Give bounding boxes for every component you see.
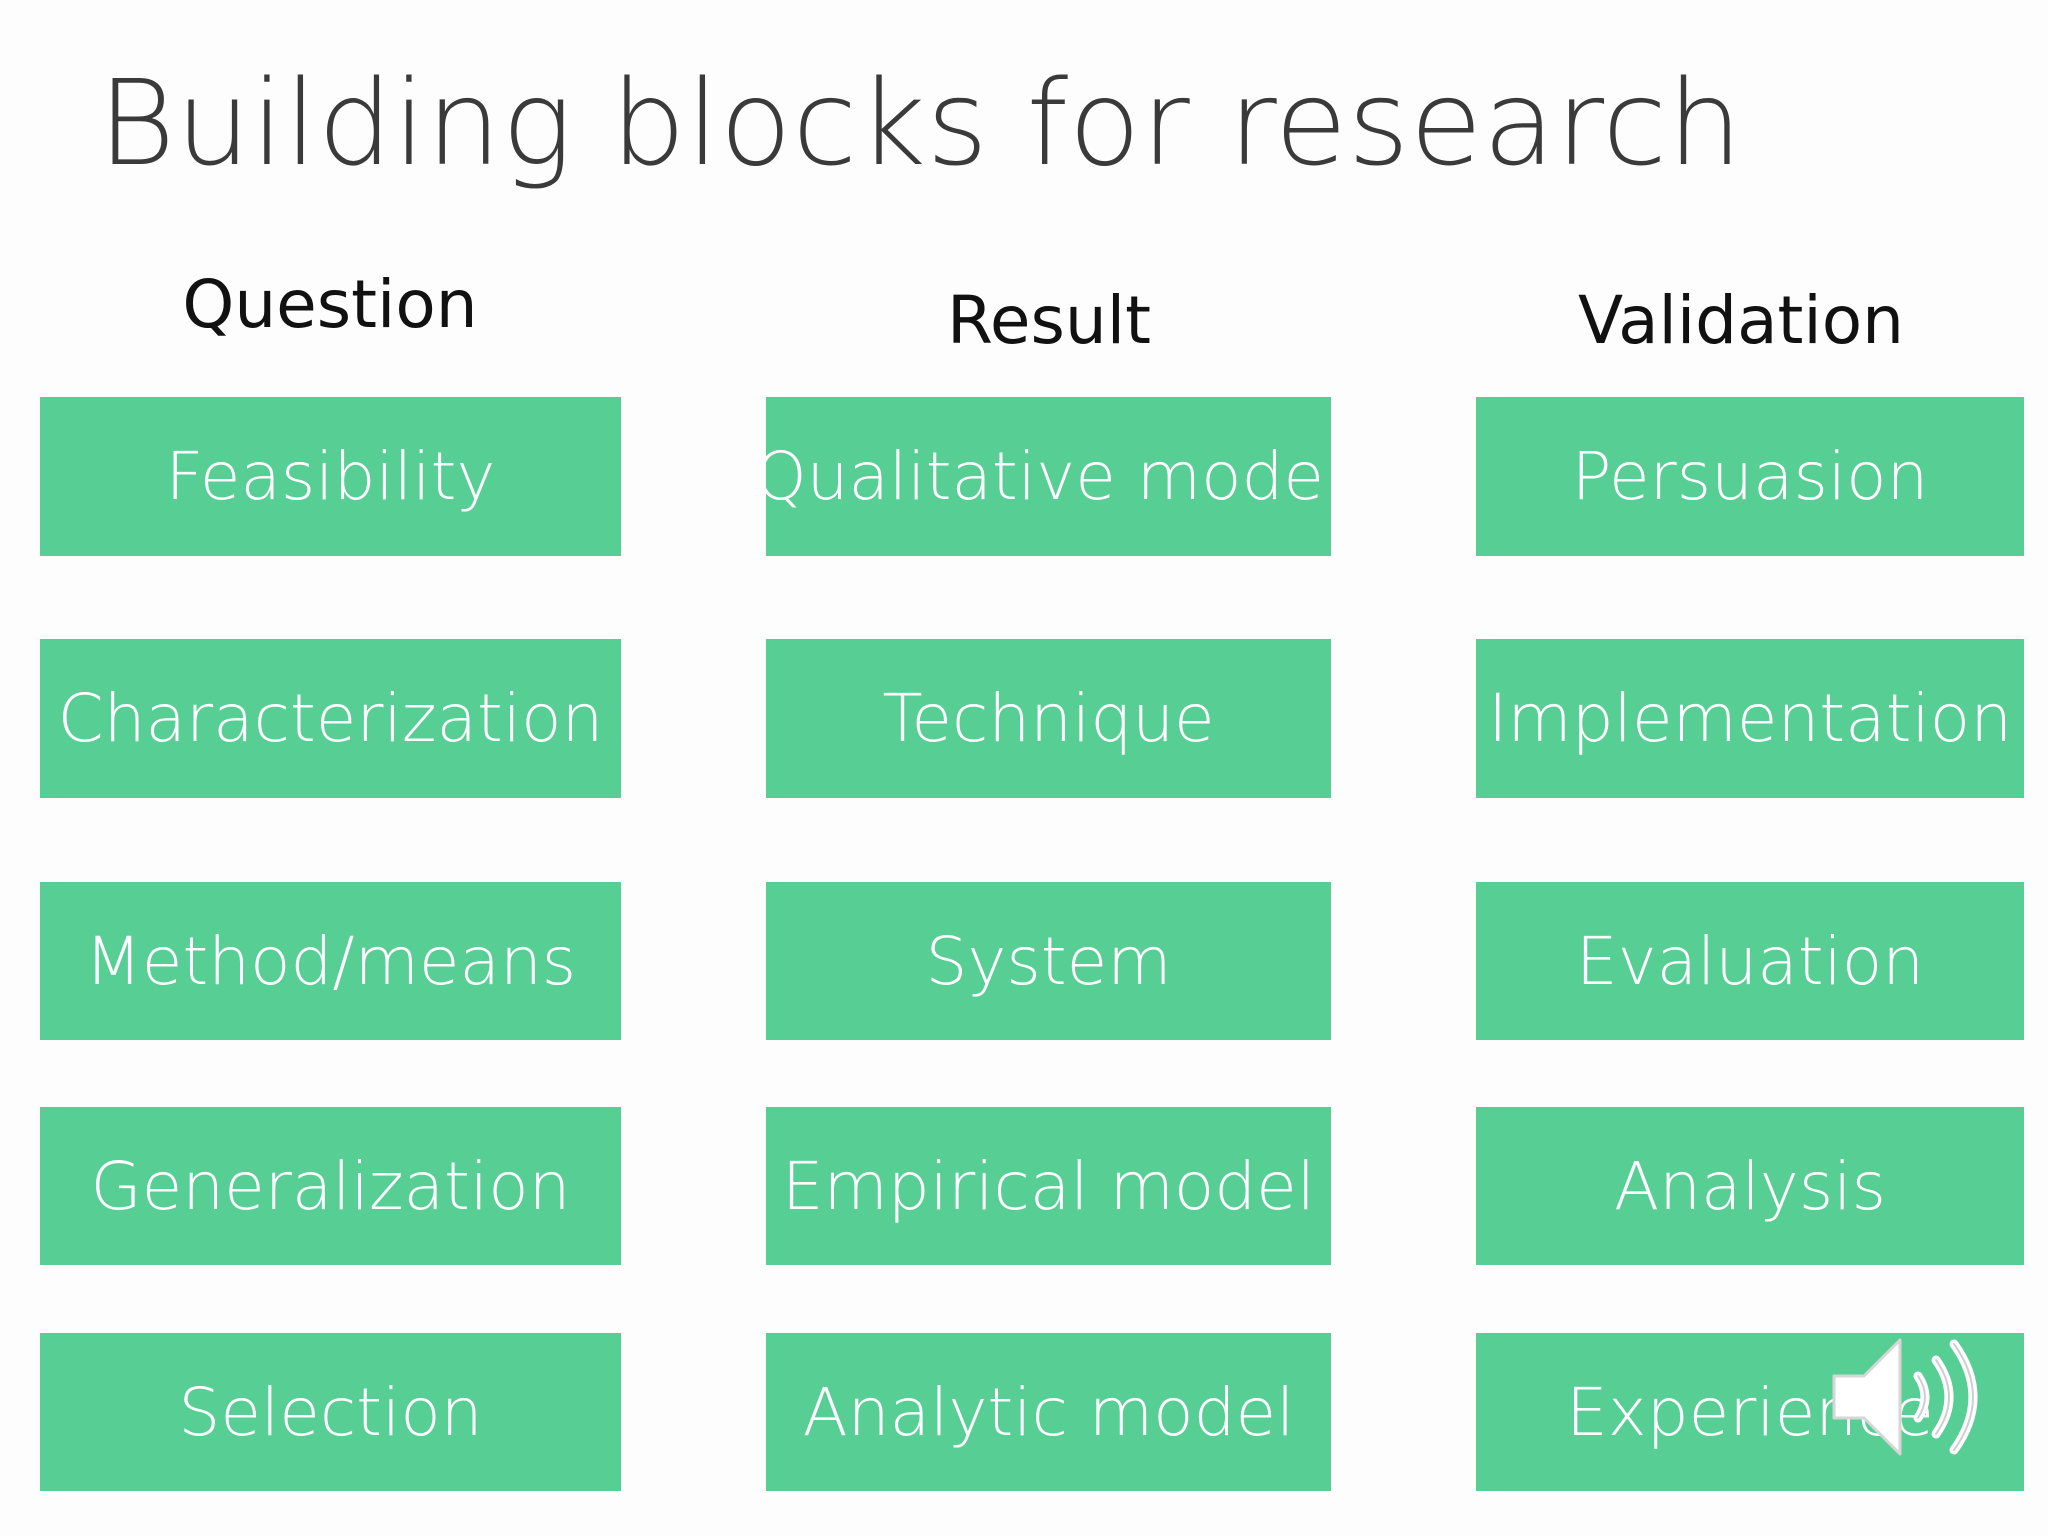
- question-block-feasibility: Feasibility: [40, 397, 621, 556]
- result-block-empirical-model: Empirical model: [766, 1107, 1331, 1265]
- result-block-system: System: [766, 882, 1331, 1040]
- result-block-qualitative-model: Qualitative model: [766, 397, 1331, 556]
- column-heading-question: Question: [182, 266, 478, 343]
- column-heading-validation: Validation: [1578, 282, 1904, 359]
- validation-block-analysis: Analysis: [1476, 1107, 2024, 1265]
- validation-block-implementation: Implementation: [1476, 639, 2024, 798]
- question-block-generalization: Generalization: [40, 1107, 621, 1265]
- question-block-selection: Selection: [40, 1333, 621, 1491]
- result-block-analytic-model: Analytic model: [766, 1333, 1331, 1491]
- question-block-characterization: Characterization: [40, 639, 621, 798]
- slide-title: Building blocks for research: [98, 54, 1743, 192]
- question-block-method-means: Method/means: [40, 882, 621, 1040]
- result-block-technique: Technique: [766, 639, 1331, 798]
- validation-block-persuasion: Persuasion: [1476, 397, 2024, 556]
- column-heading-result: Result: [947, 282, 1151, 359]
- speaker-volume-icon[interactable]: [1826, 1332, 1996, 1462]
- validation-block-evaluation: Evaluation: [1476, 882, 2024, 1040]
